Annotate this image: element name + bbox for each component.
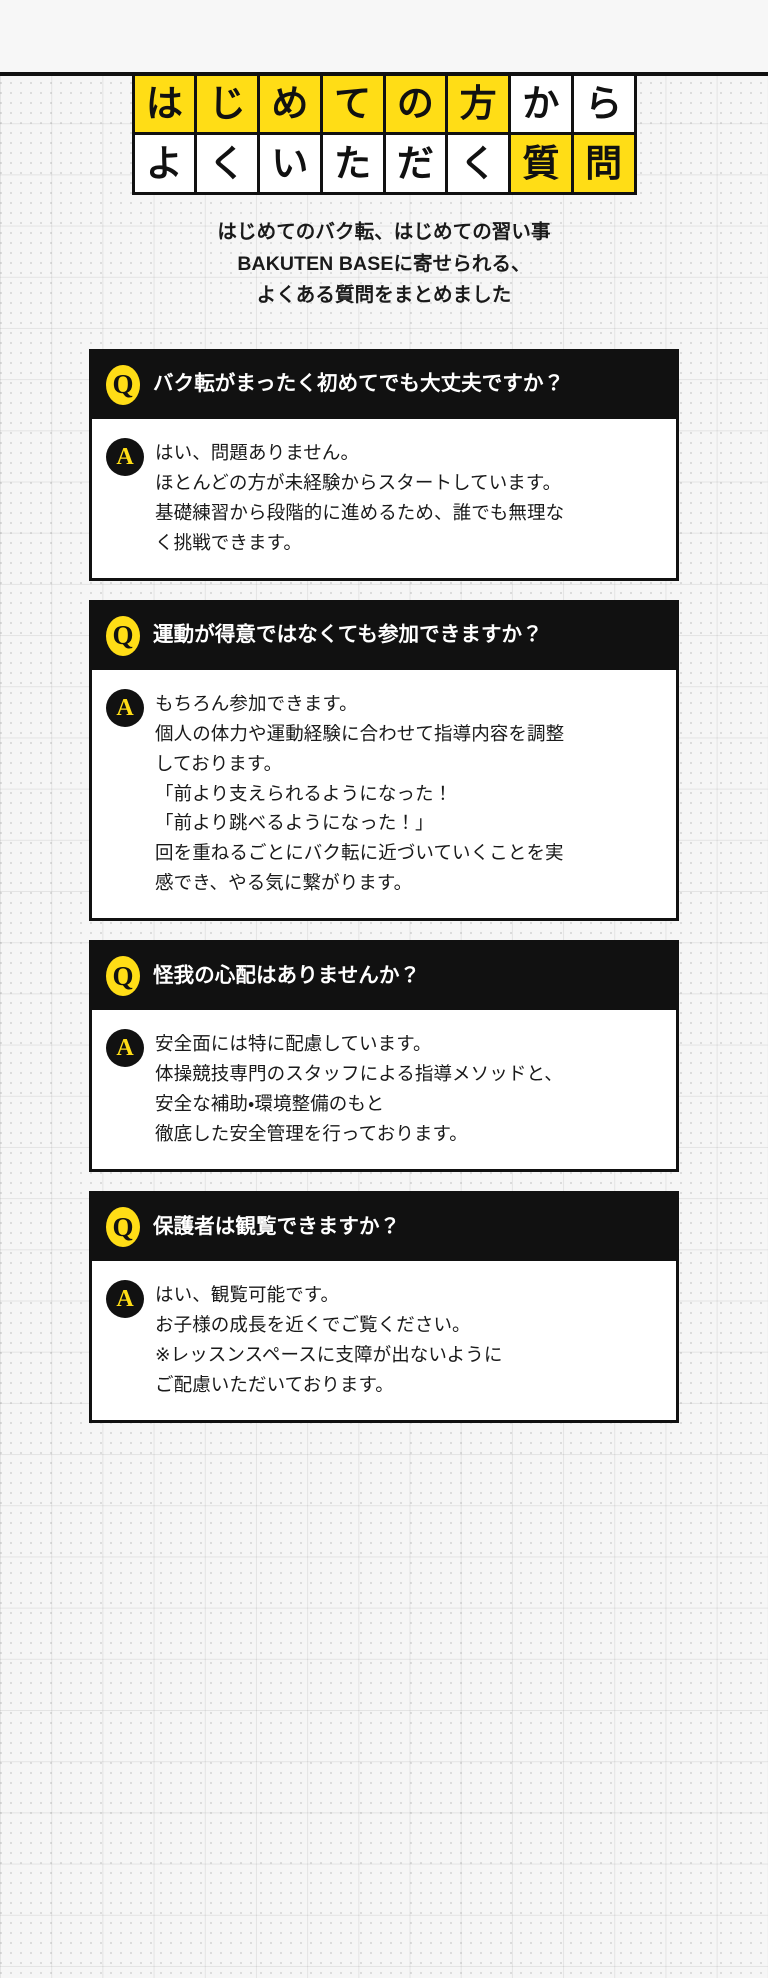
lead-line-3: よくある質問をまとめました — [256, 284, 512, 307]
faq-answer-body: A はい、問題ありません。 ほとんどの方が未経験からスタートしています。 基礎練習… — [92, 418, 676, 578]
title-cell: て — [322, 75, 386, 132]
faq-question-text: 運動が得意ではなくても参加できますか？ — [153, 623, 543, 647]
title-row-1: はじめての方から — [131, 72, 637, 132]
faq-answer-text: はい、観覧可能です。 お子様の成長を近くでご覧ください。 ※レッスンスペースに支… — [155, 1284, 503, 1396]
title-cell: は — [134, 75, 198, 132]
question-badge-icon: Q — [106, 615, 140, 656]
question-badge-icon: Q — [106, 956, 140, 997]
lead-paragraph: はじめてのバク転、はじめての習い事 BAKUTEN BASEに寄せられる、 よく… — [0, 217, 768, 312]
question-badge-icon: Q — [106, 1207, 140, 1248]
faq-list: Q バク転がまったく初めてでも大丈夫ですか？ A はい、問題ありません。 ほとんどの方… — [89, 348, 679, 1424]
faq-question-text: バク転がまったく初めてでも大丈夫ですか？ — [153, 372, 565, 396]
faq-item[interactable]: Q バク転がまったく初めてでも大丈夫ですか？ A はい、問題ありません。 ほとんどの方… — [89, 348, 679, 581]
title-cell: め — [260, 75, 323, 132]
answer-badge-icon: A — [106, 1029, 144, 1068]
title-cell: 質 — [511, 135, 574, 192]
faq-answer-body: A 安全面には特に配慮しています。 体操競技専門のスタッフによる指導メソッドと、 … — [92, 1010, 676, 1170]
faq-question-header[interactable]: Q バク転がまったく初めてでも大丈夫ですか？ — [92, 351, 676, 419]
answer-badge-icon: A — [106, 1280, 144, 1319]
top-accent-bar — [0, 72, 768, 76]
title-cell: じ — [197, 75, 260, 132]
title-cell: 問 — [573, 135, 634, 192]
title-cell: 方 — [448, 75, 511, 132]
faq-page: はじめての方から よくいただく質問 はじめてのバク転、はじめての習い事 BAKU… — [0, 72, 768, 1424]
question-badge-icon: Q — [106, 364, 140, 405]
title-cell: く — [197, 135, 260, 192]
faq-item[interactable]: Q 保護者は観覧できますか？ A はい、観覧可能です。 お子様の成長を近くでご覧くださ… — [89, 1191, 679, 1424]
faq-answer-body: A はい、観覧可能です。 お子様の成長を近くでご覧ください。 ※レッスンスペースに… — [92, 1261, 676, 1421]
title-cell: ら — [573, 75, 634, 132]
lead-line-2: BAKUTEN BASEに寄せられる、 — [237, 252, 531, 275]
title-cell: い — [260, 135, 323, 192]
faq-answer-text: もちろん参加できます。 個人の体力や運動経験に合わせて指導内容を調整 しておりま… — [155, 692, 565, 894]
faq-answer-text: はい、問題ありません。 ほとんどの方が未経験からスタートしています。 基礎練習か… — [155, 441, 565, 553]
title-cell: だ — [385, 135, 449, 192]
faq-question-header[interactable]: Q 怪我の心配はありませんか？ — [92, 943, 676, 1011]
faq-answer-body: A もちろん参加できます。 個人の体力や運動経験に合わせて指導内容を調整 しており… — [92, 669, 676, 919]
faq-question-text: 保護者は観覧できますか？ — [153, 1214, 401, 1238]
title-row-2: よくいただく質問 — [131, 132, 637, 195]
answer-badge-icon: A — [106, 437, 144, 476]
title-cell: の — [385, 75, 449, 132]
faq-question-header[interactable]: Q 保護者は観覧できますか？ — [92, 1194, 676, 1262]
faq-answer-text: 安全面には特に配慮しています。 体操競技専門のスタッフによる指導メソッドと、 安… — [155, 1033, 563, 1145]
faq-item[interactable]: Q 怪我の心配はありませんか？ A 安全面には特に配慮しています。 体操競技専門のスタ… — [89, 940, 679, 1173]
title-cell: く — [448, 135, 511, 192]
answer-badge-icon: A — [106, 688, 144, 727]
faq-item[interactable]: Q 運動が得意ではなくても参加できますか？ A もちろん参加できます。 個人の体力や運… — [89, 599, 679, 922]
title-cell: よ — [134, 135, 198, 192]
page-title-grid: はじめての方から よくいただく質問 — [131, 72, 637, 195]
title-cell: か — [511, 75, 574, 132]
faq-question-text: 怪我の心配はありませんか？ — [153, 964, 421, 988]
lead-line-1: はじめてのバク転、はじめての習い事 — [217, 221, 551, 243]
faq-question-header[interactable]: Q 運動が得意ではなくても参加できますか？ — [92, 602, 676, 670]
title-cell: た — [322, 135, 386, 192]
